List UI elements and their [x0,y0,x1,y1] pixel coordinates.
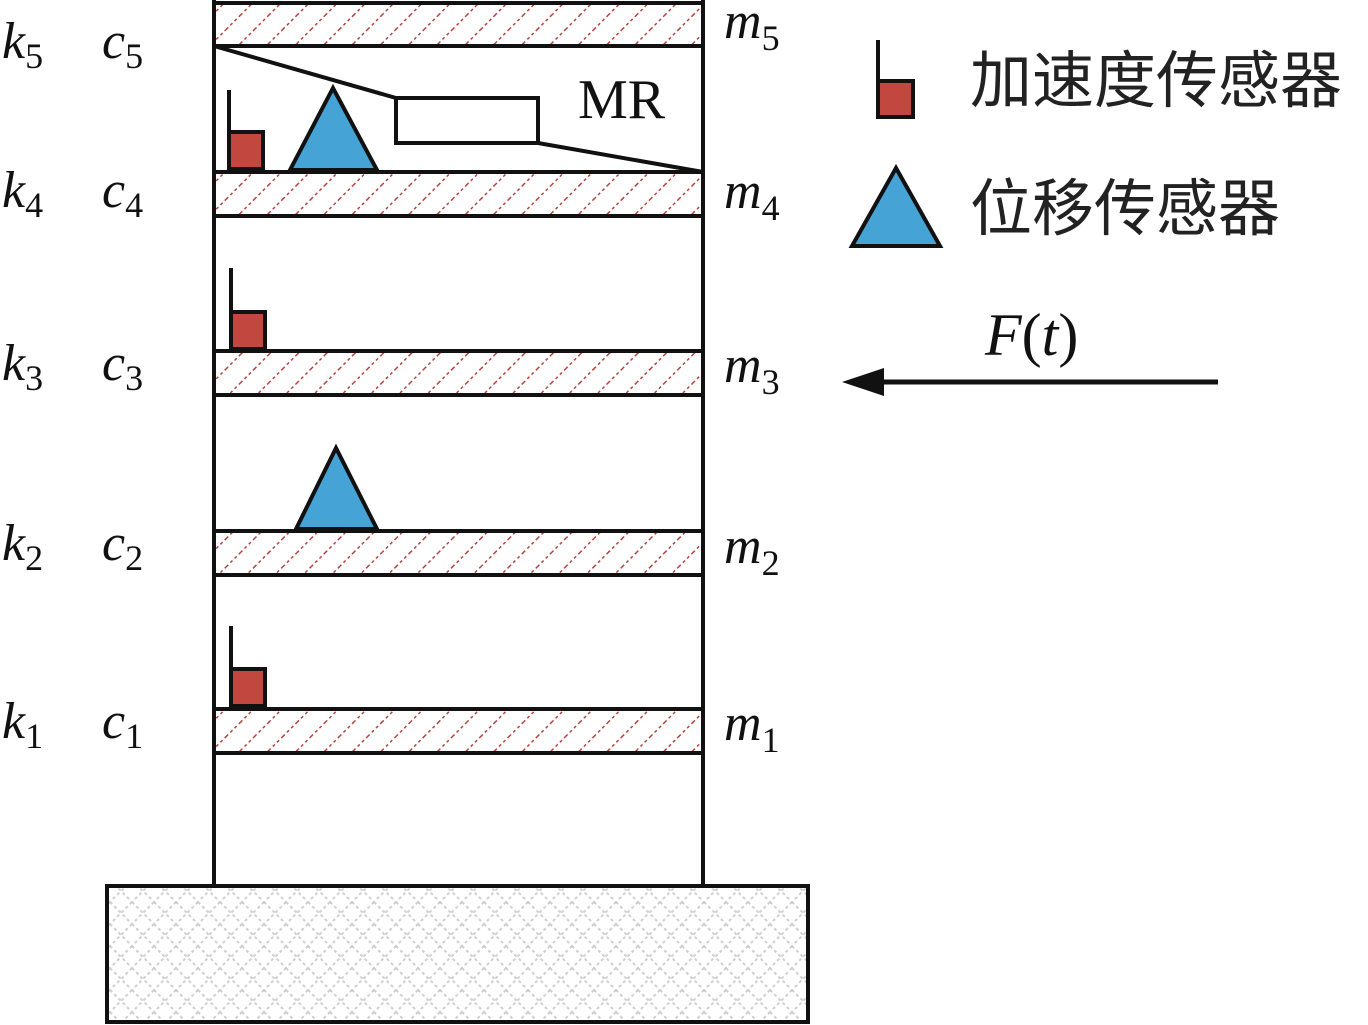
floor-slab-2 [212,529,705,577]
damping-label-3: c3 [102,335,143,398]
accelerometer-icon [229,626,267,708]
stiffness-label-1: k1 [2,693,43,756]
damping-label-1: c1 [102,693,143,756]
stiffness-label-4: k4 [2,162,43,225]
mass-label-1: m1 [724,695,780,760]
stiffness-label-3: k3 [2,335,43,398]
legend-accelerometer-icon [876,40,915,119]
damping-label-2: c2 [102,515,143,578]
damping-label-4: c4 [102,162,143,225]
mr-label: MR [578,69,666,131]
mass-label-5: m5 [724,0,780,58]
accelerometer-icon [229,268,267,351]
legend-displacement-icon [848,163,944,248]
damping-label-5: c5 [102,13,143,76]
foundation-base [105,884,810,1024]
mr-damper [213,44,704,174]
stiffness-label-2: k2 [2,515,43,578]
force-arrow [842,368,1218,396]
floor-slab-4 [212,170,705,218]
floor-slab-3 [212,349,705,397]
accelerometer-icon [227,90,265,171]
legend-displacement-label: 位移传感器 [970,172,1280,245]
mass-label-2: m2 [724,518,780,583]
floor-slab-5 [212,1,705,48]
mass-label-3: m3 [724,337,780,402]
displacement-sensor-icon [292,443,381,531]
force-label: F(t) [984,302,1078,368]
displacement-sensor-icon [286,83,381,172]
stiffness-label-5: k5 [2,13,43,76]
legend-accelerometer-label: 加速度传感器 [970,44,1342,117]
mass-label-4: m4 [724,163,780,228]
floor-slab-1 [212,707,705,755]
